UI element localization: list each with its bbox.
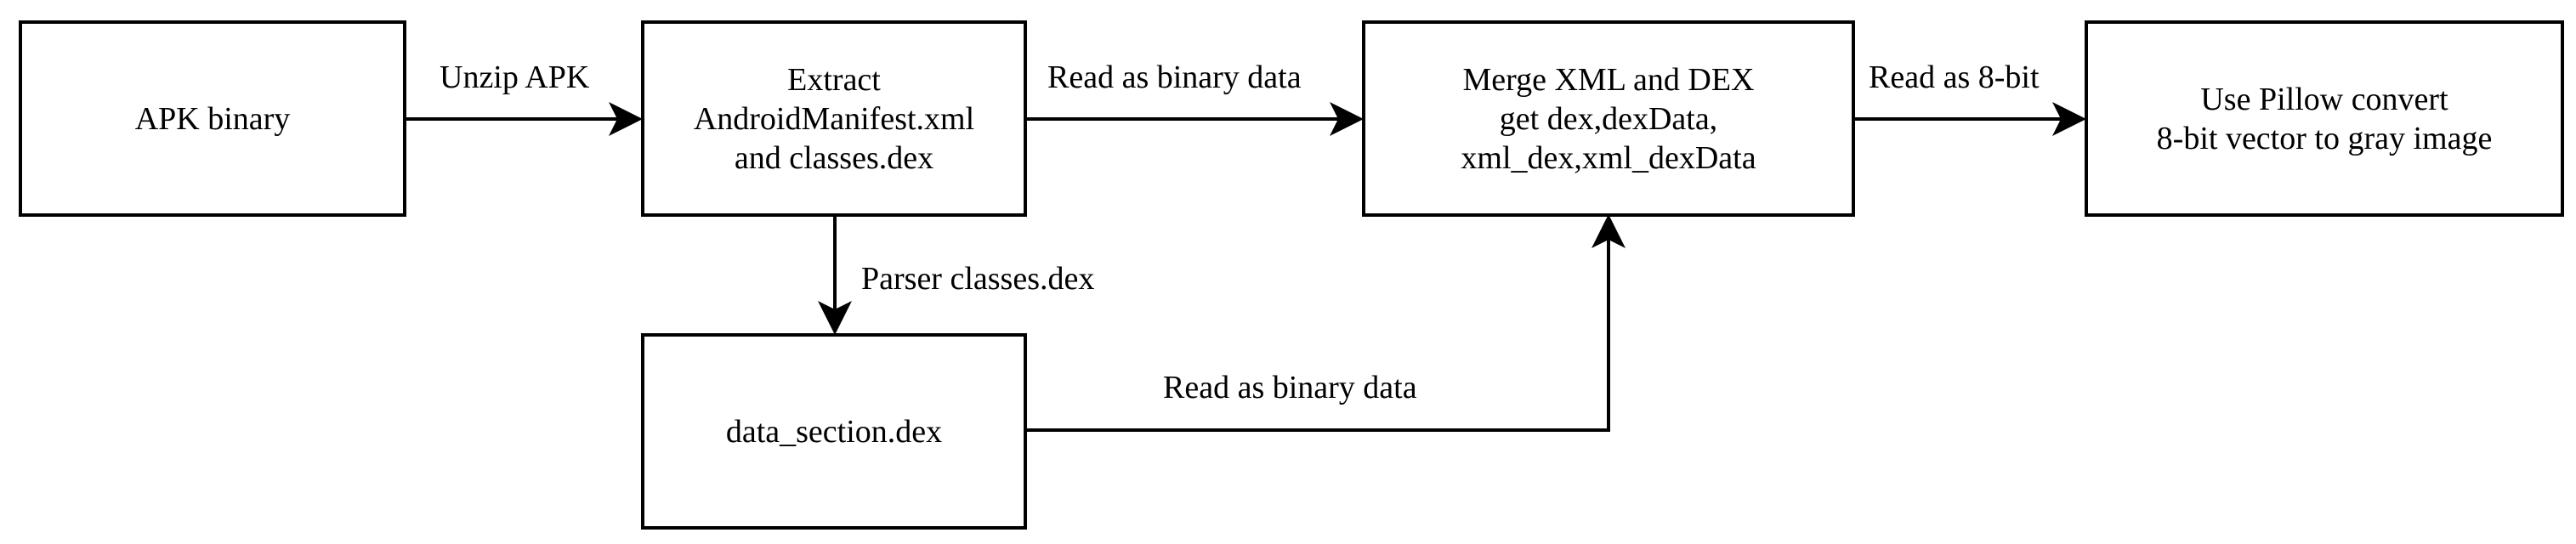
node-apk-binary: APK binary (19, 20, 406, 217)
edge-label-read-binary-bottom: Read as binary data (1163, 370, 1417, 405)
node-data-section: data_section.dex (641, 333, 1027, 530)
edge-label-unzip: Unzip APK (440, 60, 590, 95)
node-extract: Extract AndroidManifest.xml and classes.… (641, 20, 1027, 217)
node-apk-binary-line-1: APK binary (134, 100, 291, 137)
node-merge: Merge XML and DEX get dex,dexData, xml_d… (1362, 20, 1855, 217)
node-merge-line-1: Merge XML and DEX (1462, 61, 1755, 98)
node-pillow-line-2: 8-bit vector to gray image (2156, 120, 2493, 156)
node-extract-line-3: and classes.dex (734, 139, 934, 176)
node-extract-line-2: AndroidManifest.xml (693, 100, 975, 137)
node-merge-line-3: xml_dex,xml_dexData (1461, 139, 1756, 176)
node-merge-line-2: get dex,dexData, (1499, 100, 1718, 137)
edge-label-parser: Parser classes.dex (861, 261, 1095, 297)
node-extract-line-1: Extract (787, 61, 881, 98)
node-pillow-line-1: Use Pillow convert (2200, 81, 2448, 117)
edge-read-binary-bottom-arrow (1025, 214, 1626, 432)
edge-label-read-8bit: Read as 8-bit (1869, 60, 2040, 95)
node-pillow: Use Pillow convert 8-bit vector to gray … (2085, 20, 2564, 217)
edge-label-read-binary-top: Read as binary data (1047, 60, 1302, 95)
node-data-section-line-1: data_section.dex (725, 413, 943, 450)
